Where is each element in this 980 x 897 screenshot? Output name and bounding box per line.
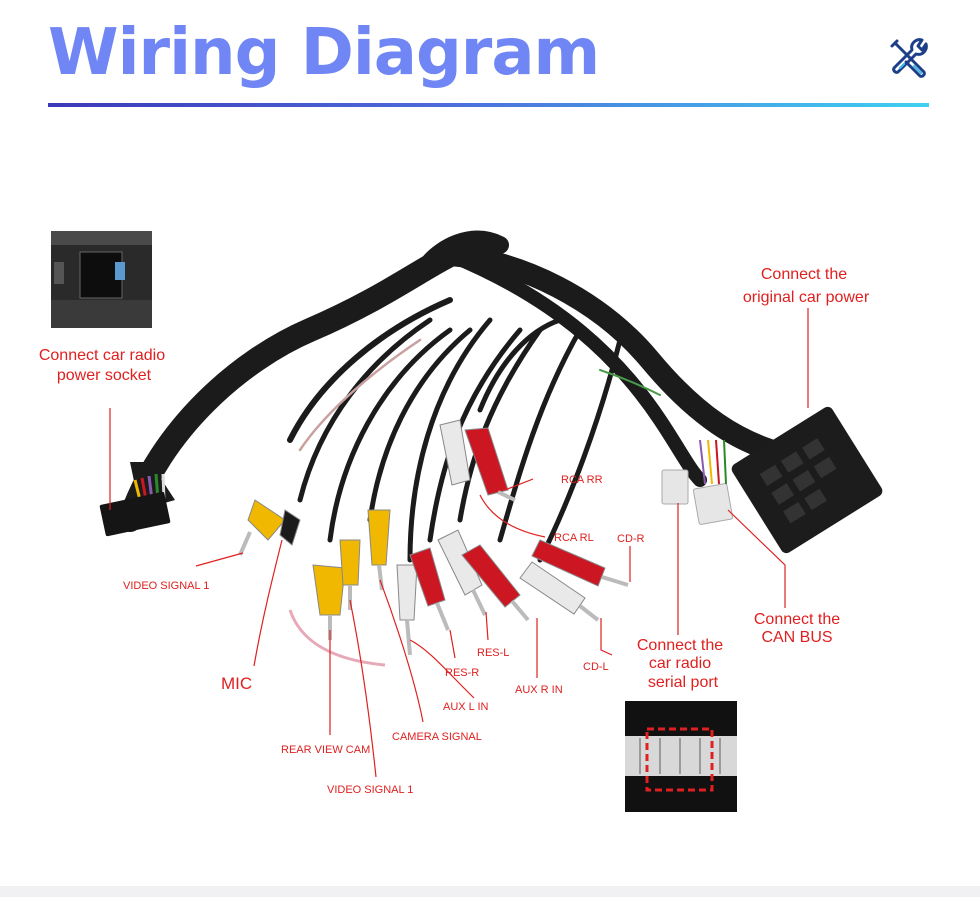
tools-icon <box>890 38 928 78</box>
label-res-l: RES-L <box>477 647 509 659</box>
label-original-power-line1: Connect the <box>761 266 847 283</box>
label-canbus-line2: CAN BUS <box>761 629 832 646</box>
label-mic: MIC <box>221 674 252 693</box>
label-cd-r: CD-R <box>617 533 645 545</box>
label-canbus-line1: Connect the <box>754 611 840 628</box>
label-video-signal-1-left: VIDEO SIGNAL 1 <box>123 580 209 592</box>
radio-socket-photo <box>51 231 152 328</box>
label-res-r: RES-R <box>445 667 479 679</box>
serial-connectors <box>661 439 734 525</box>
power-socket-plug <box>99 462 175 537</box>
label-cd-l: CD-L <box>583 661 609 673</box>
rca-plugs <box>238 419 629 667</box>
leader-lines <box>109 308 809 778</box>
label-camera-signal: CAMERA SIGNAL <box>392 731 482 743</box>
label-aux-r-in: AUX R IN <box>515 684 563 696</box>
label-serial-line1: Connect the <box>637 637 723 654</box>
canbus-connector <box>731 406 883 554</box>
footer-band <box>0 886 980 897</box>
label-original-power-line2: original car power <box>743 289 870 306</box>
label-serial-line2: car radio <box>649 655 711 672</box>
label-video-signal-1-bottom: VIDEO SIGNAL 1 <box>327 784 413 796</box>
label-rear-view-cam: REAR VIEW CAM <box>281 744 370 756</box>
label-radio-socket-line2: power socket <box>57 367 152 384</box>
label-radio-socket-line1: Connect car radio <box>39 347 165 364</box>
title-underline <box>48 103 929 107</box>
serial-port-photo <box>625 701 737 812</box>
label-rca-rr: RCA RR <box>561 474 603 486</box>
page-title: Wiring Diagram <box>48 16 600 90</box>
label-serial-line3: serial port <box>648 674 719 691</box>
harness-cables <box>118 230 781 563</box>
label-rca-rl: RCA RL <box>554 532 594 544</box>
callout-labels: Connect car radio power socket Connect t… <box>39 266 870 796</box>
label-aux-l-in: AUX L IN <box>443 701 488 713</box>
